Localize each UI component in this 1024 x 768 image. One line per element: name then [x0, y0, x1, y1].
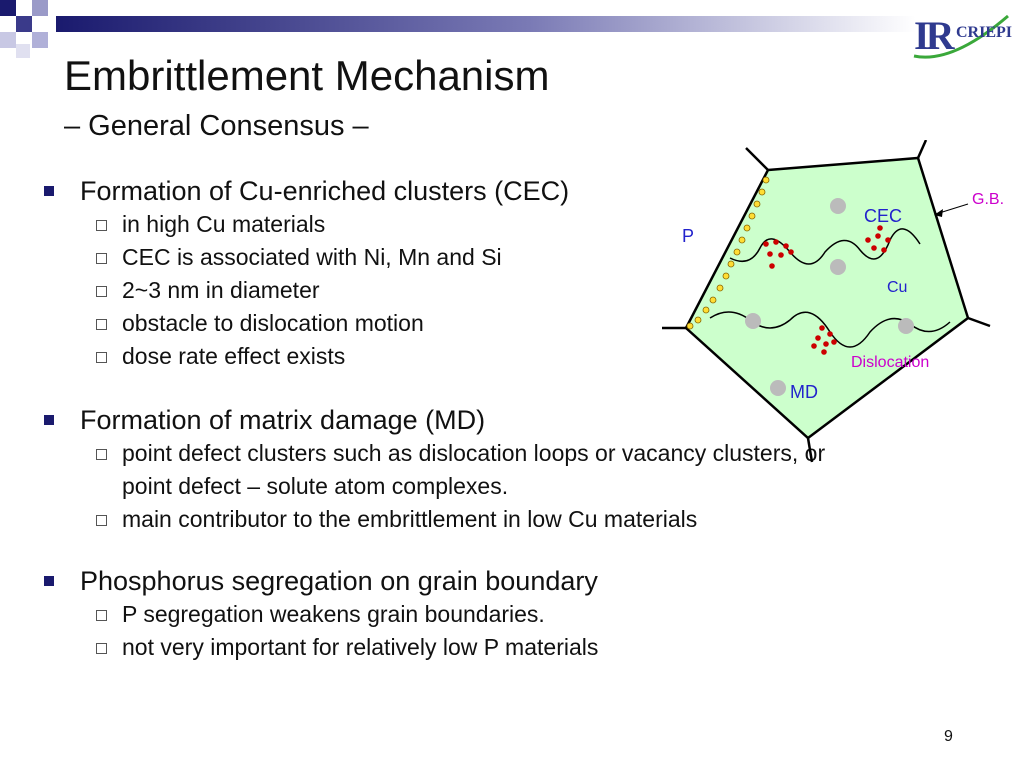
- header-decoration: [0, 0, 916, 58]
- sub-bullet-item: CEC is associated with Ni, Mn and Si: [44, 241, 862, 274]
- sub-bullet-item: main contributor to the embrittlement in…: [44, 503, 862, 536]
- bullet-item: Formation of Cu-enriched clusters (CEC): [44, 174, 864, 208]
- square-bullet-icon: [44, 186, 54, 196]
- hollow-square-bullet-icon: [96, 643, 107, 654]
- logo-mark: IR: [914, 13, 955, 58]
- bullet-item: Formation of matrix damage (MD): [44, 403, 864, 437]
- sub-bullet-text: in high Cu materials: [122, 211, 326, 237]
- sub-bullet-text: dose rate effect exists: [122, 343, 346, 369]
- logo-text: CRIEPI: [956, 24, 1013, 41]
- criepi-logo: IR CRIEPI: [912, 10, 1012, 62]
- bullet-list: Formation of Cu-enriched clusters (CEC) …: [44, 174, 864, 664]
- sub-bullet-text: main contributor to the embrittlement in…: [122, 506, 698, 532]
- square-bullet-icon: [44, 576, 54, 586]
- bullet-text: Formation of Cu-enriched clusters (CEC): [80, 176, 570, 206]
- sub-bullet-item: 2~3 nm in diameter: [44, 274, 862, 307]
- phosphorus-dots: [686, 176, 770, 330]
- sub-bullet-text: obstacle to dislocation motion: [122, 310, 424, 336]
- sub-bullet-text: 2~3 nm in diameter: [122, 277, 320, 303]
- grain-diagram: G.B. P CEC Cu Dislocation MD: [662, 140, 1004, 463]
- label-cu: Cu: [887, 279, 907, 296]
- sub-bullet-text: point defect clusters such as dislocatio…: [122, 440, 826, 499]
- grain-polygon: [684, 156, 970, 440]
- cu-clusters: [763, 225, 891, 355]
- hollow-square-bullet-icon: [96, 286, 107, 297]
- hollow-square-bullet-icon: [96, 449, 107, 460]
- sub-bullet-item: point defect clusters such as dislocatio…: [44, 437, 862, 503]
- sub-bullet-item: obstacle to dislocation motion: [44, 307, 862, 340]
- bullet-text: Formation of matrix damage (MD): [80, 405, 486, 435]
- label-cec: CEC: [864, 206, 902, 226]
- hollow-square-bullet-icon: [96, 220, 107, 231]
- bullet-text: Phosphorus segregation on grain boundary: [80, 566, 598, 596]
- sub-bullet-text: P segregation weakens grain boundaries.: [122, 601, 545, 627]
- bullet-item: Phosphorus segregation on grain boundary: [44, 564, 864, 598]
- label-dislocation: Dislocation: [851, 354, 929, 371]
- hollow-square-bullet-icon: [96, 610, 107, 621]
- label-md: MD: [790, 382, 818, 402]
- sub-bullet-item: dose rate effect exists: [44, 340, 862, 373]
- hollow-square-bullet-icon: [96, 515, 107, 526]
- label-gb: G.B.: [972, 191, 1004, 208]
- sub-bullet-item: P segregation weakens grain boundaries.: [44, 598, 862, 631]
- sub-bullet-text: not very important for relatively low P …: [122, 634, 599, 660]
- hollow-square-bullet-icon: [96, 253, 107, 264]
- hollow-square-bullet-icon: [96, 319, 107, 330]
- square-bullet-icon: [44, 415, 54, 425]
- slide-title: Embrittlement Mechanism: [64, 52, 550, 99]
- sub-bullet-text: CEC is associated with Ni, Mn and Si: [122, 244, 502, 270]
- slide-subtitle: – General Consensus –: [64, 110, 369, 142]
- hollow-square-bullet-icon: [96, 352, 107, 363]
- sub-bullet-item: in high Cu materials: [44, 208, 862, 241]
- label-p: P: [682, 226, 694, 246]
- matrix-damage-dots: [745, 198, 914, 396]
- sub-bullet-item: not very important for relatively low P …: [44, 631, 862, 664]
- page-number: 9: [944, 728, 953, 745]
